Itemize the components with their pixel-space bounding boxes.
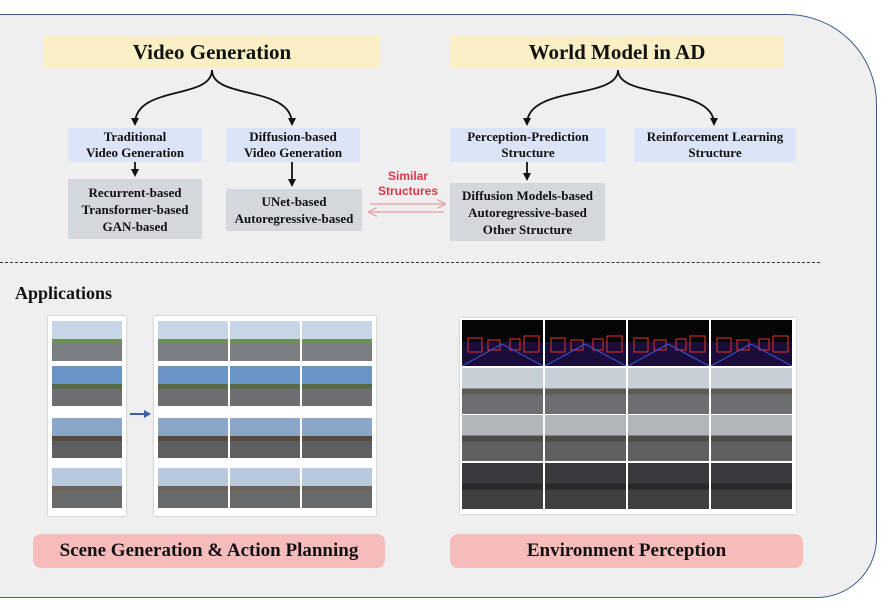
traditional-video-generation-box: Traditional Video Generation — [68, 128, 202, 162]
perception-frame — [545, 368, 626, 414]
reinforcement-line-1: Reinforcement Learning — [646, 129, 784, 144]
diffusion-video-generation-box: Diffusion-based Video Generation — [226, 128, 360, 162]
applications-heading: Applications — [15, 283, 113, 303]
generated-frame — [158, 366, 228, 406]
scene-generation-label: Scene Generation & Action Planning — [33, 534, 385, 568]
traditional-line-1: Traditional — [103, 129, 167, 144]
perception-frame — [628, 463, 709, 509]
perception-frame — [545, 320, 626, 366]
perception-methods-box: Diffusion Models-based Autoregressive-ba… — [450, 183, 605, 241]
similar-line-1: Similar — [387, 169, 429, 183]
unet-based-label: UNet-based — [261, 194, 327, 209]
generated-frame — [302, 321, 372, 361]
generated-frame — [230, 321, 300, 361]
diffusion-line-1: Diffusion-based — [249, 129, 337, 144]
traditional-line-2: Video Generation — [85, 145, 185, 160]
perception-frame — [462, 463, 543, 509]
generated-frame — [230, 418, 300, 458]
generated-frame — [302, 366, 372, 406]
perception-frame — [711, 463, 792, 509]
perception-frame — [628, 415, 709, 461]
generated-frame — [302, 468, 372, 508]
world-model-header: World Model in AD — [450, 36, 784, 68]
perception-line-2: Structure — [501, 145, 555, 160]
perception-frame — [462, 368, 543, 414]
environment-perception-label: Environment Perception — [450, 534, 803, 568]
perception-line-1: Perception-Prediction — [467, 129, 589, 144]
gan-based-label: GAN-based — [102, 218, 168, 234]
arrow-to-traditional — [131, 69, 213, 126]
generated-frame — [230, 468, 300, 508]
transformer-based-label: Transformer-based — [81, 201, 189, 217]
arrow-to-reinforcement — [617, 69, 718, 126]
traditional-methods-box: Recurrent-based Transformer-based GAN-ba… — [68, 179, 202, 239]
generated-frame — [158, 321, 228, 361]
perception-frame — [462, 415, 543, 461]
autoregressive-based-label: Autoregressive-based — [234, 211, 354, 226]
generated-frame — [302, 418, 372, 458]
diffusion-models-based-label: Diffusion Models-based — [461, 187, 594, 203]
generated-frame — [230, 366, 300, 406]
other-structure-label: Other Structure — [482, 221, 573, 237]
input-frame — [52, 418, 122, 458]
perception-frame — [545, 463, 626, 509]
section-divider — [0, 262, 820, 263]
perception-frame — [711, 320, 792, 366]
perception-prediction-box: Perception-Prediction Structure — [450, 128, 606, 162]
similar-line-2: Structures — [377, 184, 439, 198]
input-frame — [52, 468, 122, 508]
perception-frame — [711, 368, 792, 414]
recurrent-based-label: Recurrent-based — [88, 184, 182, 200]
input-frame — [52, 366, 122, 406]
reinforcement-learning-box: Reinforcement Learning Structure — [634, 128, 796, 162]
generated-frame — [158, 418, 228, 458]
arrow-to-diffusion — [211, 69, 296, 126]
perception-frame — [462, 320, 543, 366]
reinforcement-line-2: Structure — [688, 145, 742, 160]
diffusion-methods-box: UNet-based Autoregressive-based — [226, 189, 362, 231]
perception-frame — [628, 368, 709, 414]
diffusion-line-2: Video Generation — [243, 145, 343, 160]
perception-frame — [545, 415, 626, 461]
perception-frame — [628, 320, 709, 366]
video-generation-header: Video Generation — [44, 36, 380, 68]
similar-structures-label: Similar Structures — [366, 169, 450, 199]
input-frame — [52, 321, 122, 361]
generated-frame — [158, 468, 228, 508]
wm-autoregressive-based-label: Autoregressive-based — [468, 204, 587, 220]
arrow-to-perception — [523, 69, 619, 126]
perception-frame — [711, 415, 792, 461]
